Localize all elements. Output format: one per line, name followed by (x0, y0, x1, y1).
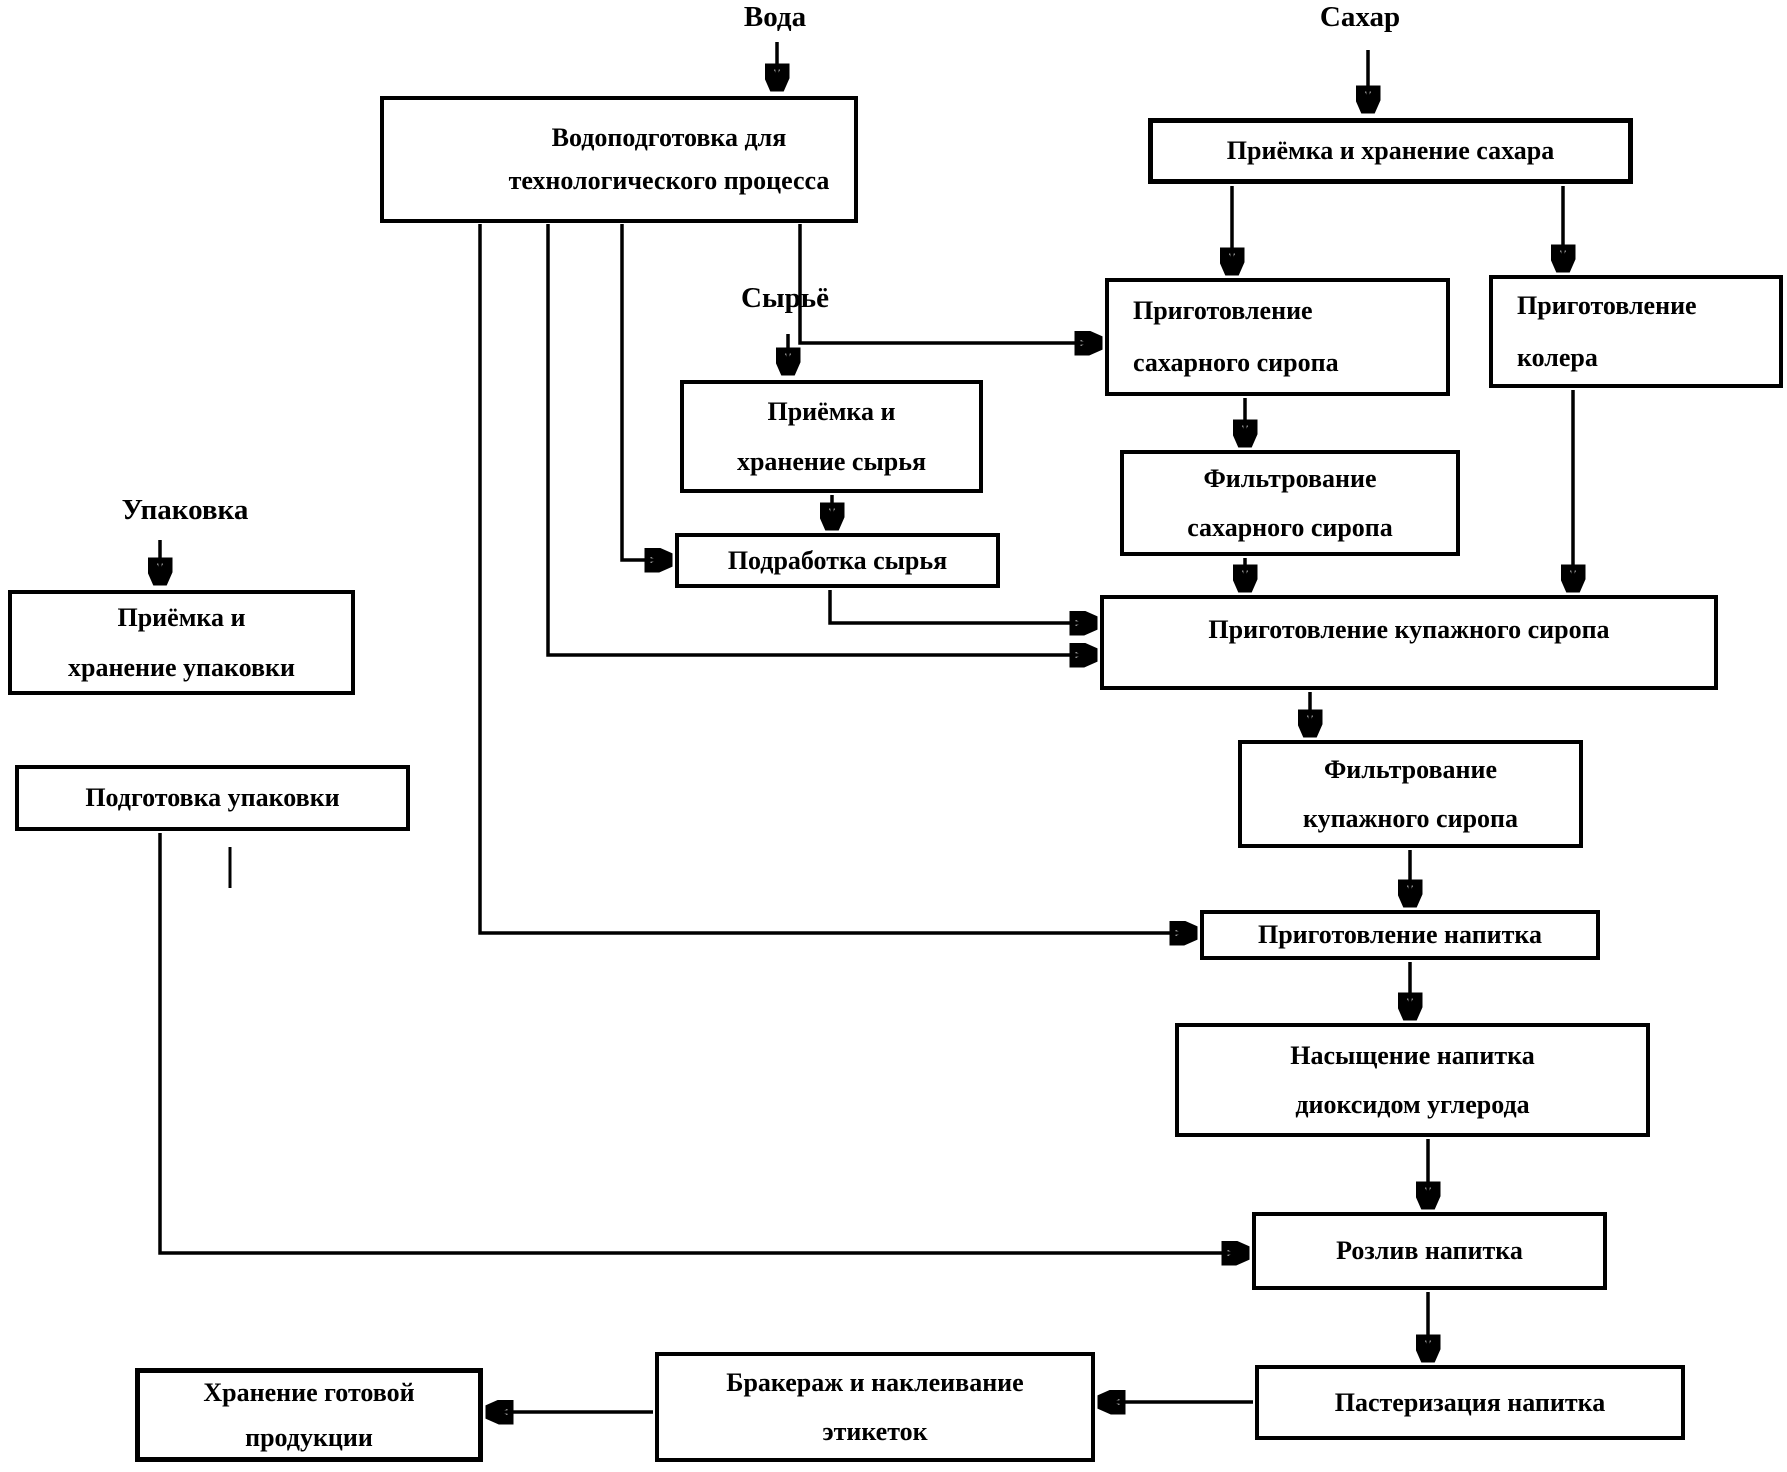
source-label-voda: Вода (743, 1, 807, 33)
node-hranenie-gotovoy-produkcii: Хранение готовой продукции (135, 1368, 483, 1462)
node-pasterizaciya-napitka: Пастеризация напитка (1255, 1365, 1685, 1440)
source-label-upakovka: Упаковка (121, 494, 249, 526)
node-vodopodgotovka: Водоподготовка для технологического проц… (380, 96, 858, 223)
node-prigotovlenie-napitka: Приготовление напитка (1200, 910, 1600, 960)
edge-podgotovka-upakovki-rozliv (158, 833, 1246, 1253)
edge-vodopodgotovka-podrabotka (620, 224, 669, 560)
source-label-sahar: Сахар (1319, 1, 1401, 33)
node-filtrovanie-saharnogo-siropa: Фильтрование сахарного сиропа (1120, 450, 1460, 556)
source-label-syryo: Сырьё (741, 282, 829, 314)
node-prigotovlenie-kupazhnogo-siropa: Приготовление купажного сиропа (1100, 595, 1718, 690)
node-brakerazh-etiketki: Бракераж и наклеивание этикеток (655, 1352, 1095, 1462)
node-podgotovka-upakovki: Подготовка упаковки (15, 765, 410, 831)
node-nasyshchenie-napitka: Насыщение напитка диоксидом углерода (1175, 1023, 1650, 1137)
node-filtrovanie-kupazhnogo-siropa: Фильтрование купажного сиропа (1238, 740, 1583, 848)
node-prigotovlenie-kolera: Приготовление колера (1489, 275, 1783, 388)
edge-podrabotka-kupazh (828, 590, 1094, 623)
node-rozliv-napitka: Розлив напитка (1252, 1212, 1607, 1290)
node-priemka-syrya: Приёмка и хранение сырья (680, 380, 983, 493)
node-podrabotka-syrya: Подработка сырья (675, 533, 1000, 588)
node-priemka-upakovki: Приёмка и хранение упаковки (8, 590, 355, 695)
node-priemka-sahara: Приёмка и хранение сахара (1148, 118, 1633, 184)
node-prigotovlenie-saharnogo-siropa: Приготовление сахарного сиропа (1105, 278, 1450, 396)
